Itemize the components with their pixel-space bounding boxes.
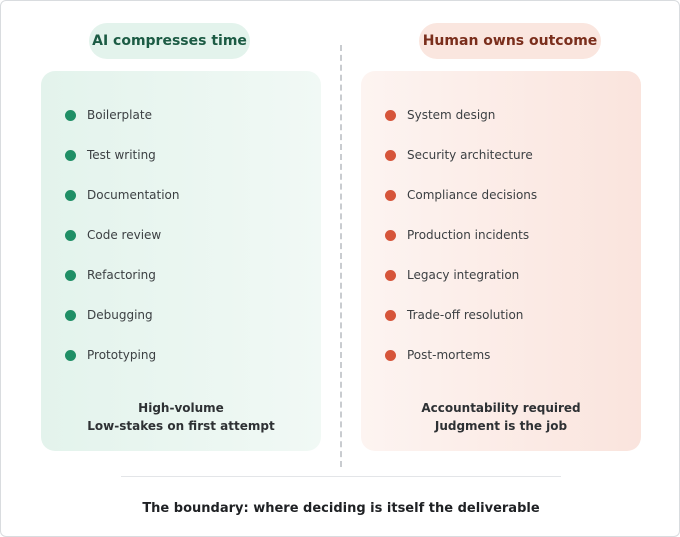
list-item: Post-mortems xyxy=(385,335,537,375)
orange-dot-icon xyxy=(385,309,396,321)
list-item-label: Debugging xyxy=(87,308,153,322)
list-item-label: System design xyxy=(407,108,496,122)
left-summary: High-volume Low-stakes on first attempt xyxy=(41,399,321,435)
list-item: Test writing xyxy=(65,135,180,175)
list-item-label: Compliance decisions xyxy=(407,188,538,202)
green-dot-icon xyxy=(65,149,76,161)
list-item: Debugging xyxy=(65,295,180,335)
list-item-label: Legacy integration xyxy=(407,268,520,282)
list-item-label: Refactoring xyxy=(87,268,156,282)
left-summary-line-1: High-volume xyxy=(138,401,224,415)
list-item-label: Security architecture xyxy=(407,148,533,162)
green-dot-icon xyxy=(65,349,76,361)
list-item: Code review xyxy=(65,215,180,255)
list-item: System design xyxy=(385,95,537,135)
footer-caption: The boundary: where deciding is itself t… xyxy=(142,501,540,516)
center-dashed-divider xyxy=(340,45,342,467)
list-item-label: Test writing xyxy=(87,148,156,162)
list-item-label: Post-mortems xyxy=(407,348,491,362)
left-item-list: Boilerplate Test writing Documentation C… xyxy=(65,105,180,385)
list-item: Production incidents xyxy=(385,215,537,255)
right-panel: System design Security architecture Comp… xyxy=(361,71,641,451)
list-item: Refactoring xyxy=(65,255,180,295)
orange-dot-icon xyxy=(385,189,396,201)
list-item-label: Code review xyxy=(87,228,162,242)
right-item-list: System design Security architecture Comp… xyxy=(385,105,537,385)
right-summary-line-1: Accountability required xyxy=(421,401,581,415)
list-item-label: Trade-off resolution xyxy=(407,308,524,322)
orange-dot-icon xyxy=(385,229,396,241)
list-item: Prototyping xyxy=(65,335,180,375)
orange-dot-icon xyxy=(385,349,396,361)
green-dot-icon xyxy=(65,309,76,321)
left-summary-line-2: Low-stakes on first attempt xyxy=(87,419,275,433)
list-item: Legacy integration xyxy=(385,255,537,295)
green-dot-icon xyxy=(65,109,76,121)
green-dot-icon xyxy=(65,229,76,241)
right-heading: Human owns outcome xyxy=(422,33,598,49)
left-heading-pill: AI compresses time xyxy=(89,23,250,59)
right-heading-pill: Human owns outcome xyxy=(419,23,601,59)
list-item-label: Boilerplate xyxy=(87,108,152,122)
orange-dot-icon xyxy=(385,269,396,281)
orange-dot-icon xyxy=(385,109,396,121)
list-item-label: Documentation xyxy=(87,188,180,202)
orange-dot-icon xyxy=(385,149,396,161)
list-item: Documentation xyxy=(65,175,180,215)
list-item: Compliance decisions xyxy=(385,175,537,215)
left-panel: Boilerplate Test writing Documentation C… xyxy=(41,71,321,451)
list-item: Trade-off resolution xyxy=(385,295,537,335)
list-item: Security architecture xyxy=(385,135,537,175)
list-item-label: Prototyping xyxy=(87,348,157,362)
green-dot-icon xyxy=(65,189,76,201)
list-item-label: Production incidents xyxy=(407,228,530,242)
left-heading: AI compresses time xyxy=(92,33,247,49)
right-summary-line-2: Judgment is the job xyxy=(434,419,568,433)
green-dot-icon xyxy=(65,269,76,281)
footer-divider xyxy=(121,476,561,477)
list-item: Boilerplate xyxy=(65,95,180,135)
right-summary: Accountability required Judgment is the … xyxy=(361,399,641,435)
